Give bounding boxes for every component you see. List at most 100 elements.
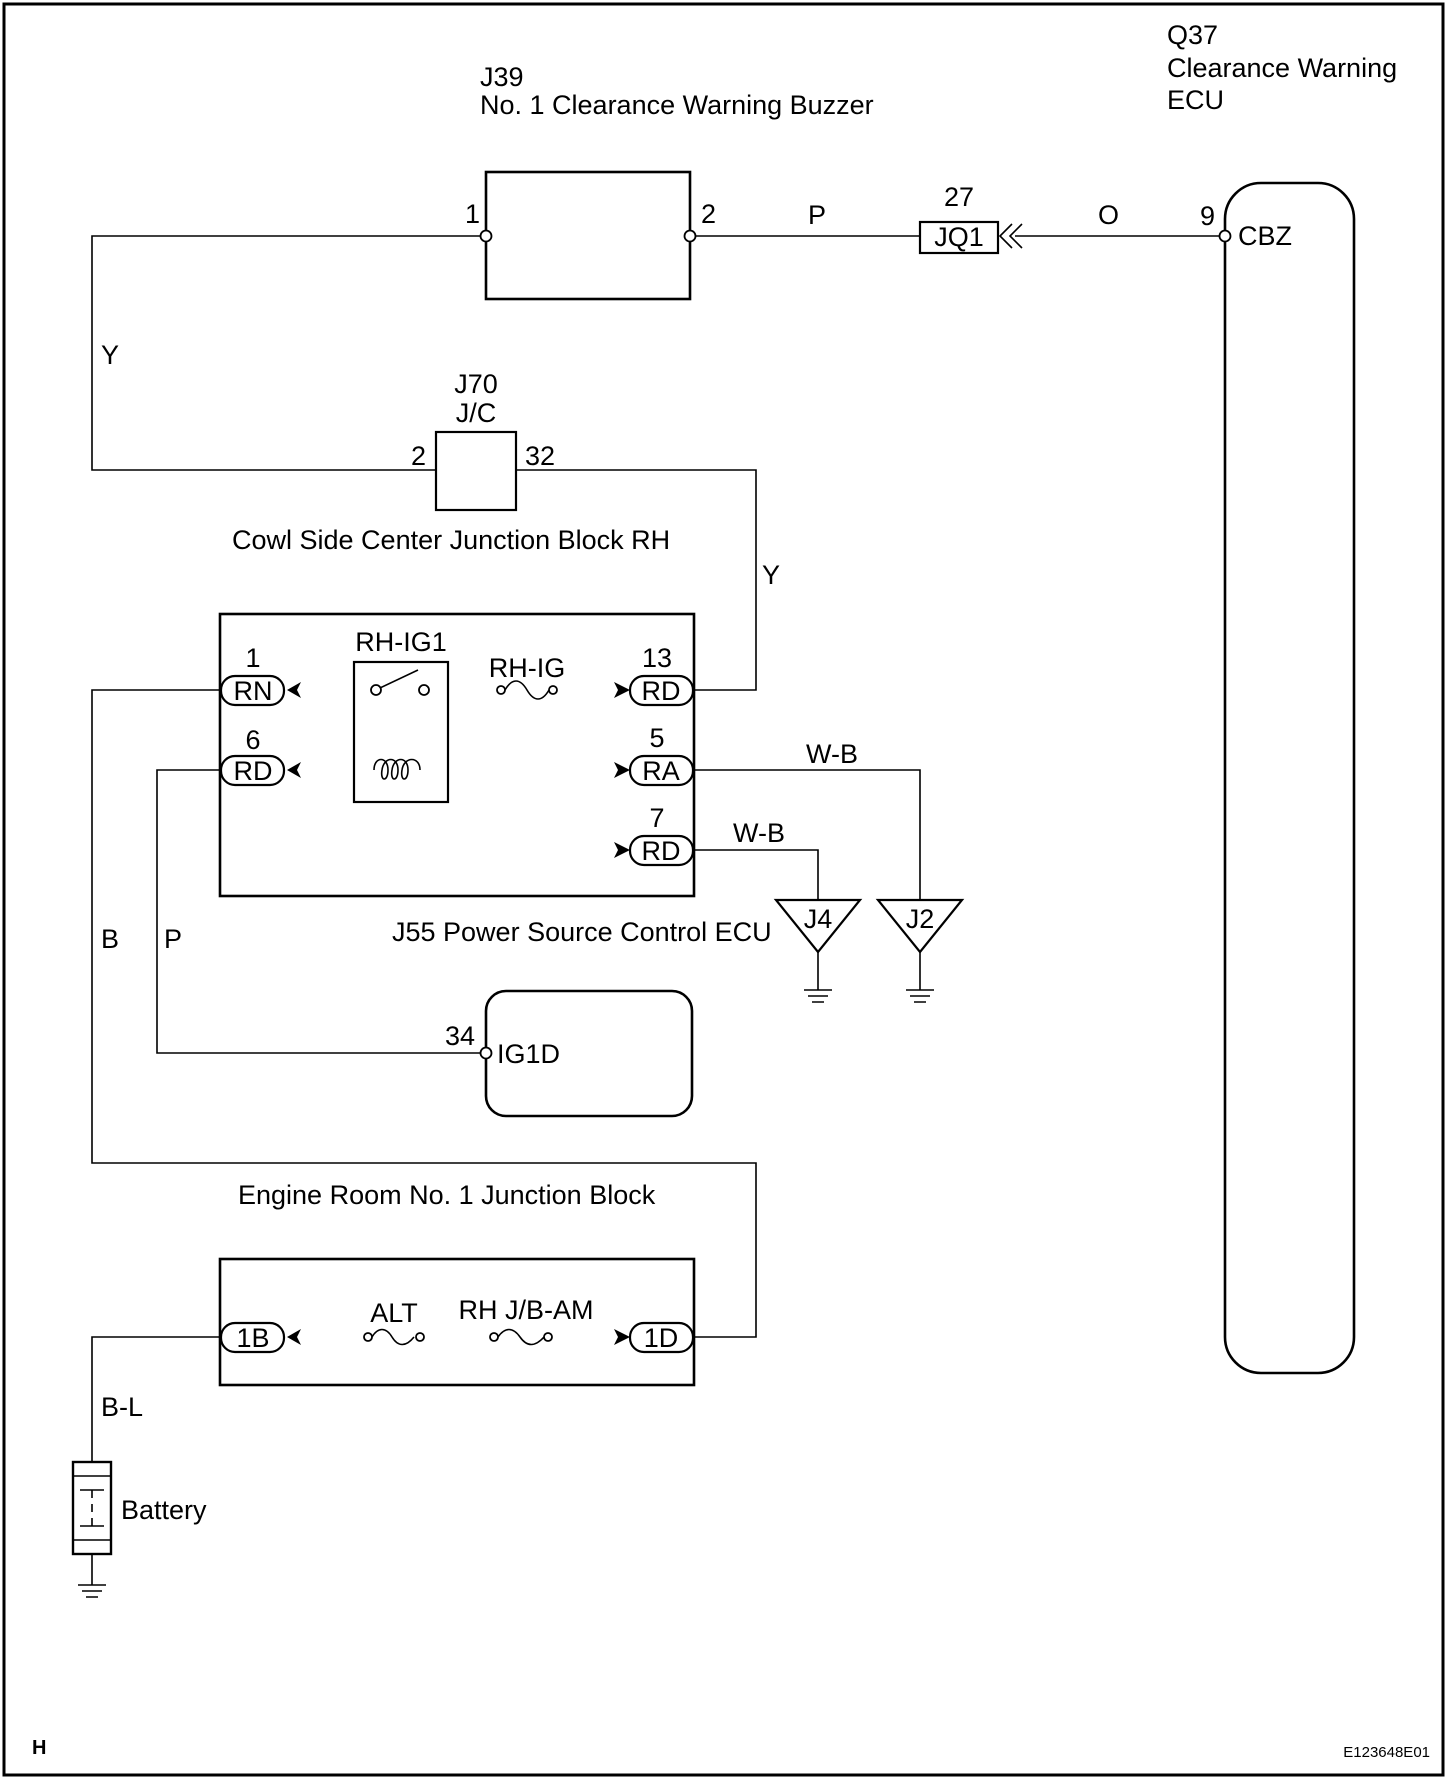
terminal-ra [628,754,695,787]
jc-caption: Cowl Side Center Junction Block RH [232,525,670,555]
wire-ra-to-j2 [694,769,921,900]
fuse-alt-end-1 [363,1332,373,1342]
terminal-rn-name: RN [234,676,273,706]
wire-rd-to-j4 [694,849,819,900]
ground-j4-triangle [773,898,863,954]
jc-pin-left: 2 [411,441,426,471]
clearance-ecu-pin-name: CBZ [1238,221,1292,251]
engine-jb-box [218,1257,696,1387]
ig1d-pin-name: IG1D [497,1039,560,1069]
terminal-1b-arrow-icon [287,1329,301,1345]
buzzer-code: J39 [480,62,524,92]
jq1-pin: 27 [944,182,974,212]
footer-code: E123648E01 [1343,1744,1430,1761]
relay-switch-icon [379,669,419,689]
fuse-alt-icon [371,1328,415,1346]
power-ecu-box [218,612,696,898]
relay-contact-1 [370,684,382,696]
terminal-rd-6-name: RD [234,756,273,786]
buzzer-pin-1-label: 1 [465,199,480,229]
engine-jb-caption: Engine Room No. 1 Junction Block [238,1180,656,1210]
jq1-connector [918,220,1000,255]
terminal-rd-7 [628,834,695,867]
terminal-rd-13-number: 13 [642,643,672,673]
wire-battery-to-1b [91,1336,220,1462]
terminal-rd-7-name: RD [642,836,681,866]
wire-rn-to-1d [91,689,757,1338]
terminal-ra-number: 5 [649,723,664,753]
ig1d-pin-number: 34 [445,1021,475,1051]
ground-j2-name: J2 [906,904,935,934]
fuse-alt-end-2 [415,1332,425,1342]
clearance-ecu-name-1: Clearance Warning [1167,53,1397,83]
relay-coil-icon [373,758,421,780]
terminal-ra-arrow-icon [614,762,630,778]
clearance-ecu-name-2: ECU [1167,85,1224,115]
buzzer-pin-1 [479,229,493,243]
terminal-1b [219,1321,286,1354]
wire-color-wb-ra: W-B [806,739,858,769]
terminal-rn-number: 1 [245,643,260,673]
terminal-rd-6 [219,754,286,787]
wire-color-p-top: P [808,200,826,230]
buzzer-pin-2-label: 2 [701,199,716,229]
wire-rd-to-ig1d [156,769,486,1054]
wire-jc-to-power [516,469,757,691]
jc-pin-right: 32 [525,441,555,471]
battery-box [71,1460,113,1556]
terminal-rd-13 [628,674,695,707]
wire-color-y-left: Y [101,340,119,370]
fuse-rhig-icon [504,680,550,700]
buzzer-name: No. 1 Clearance Warning Buzzer [480,90,874,120]
terminal-1d-arrow-icon [614,1329,630,1345]
clearance-ecu-pin-number: 9 [1200,201,1215,231]
jc-code: J70 [454,369,498,399]
wire-color-p-lower: P [164,924,182,954]
clearance-ecu-code: Q37 [1167,20,1218,50]
fuse-rhig-name: RH-IG [489,653,566,683]
jc-box [434,430,518,512]
fuse-am-icon [497,1328,545,1346]
terminal-rd-6-arrow-icon [287,762,301,778]
ground-j2-icon [906,952,934,1003]
fuse-am-name: RH J/B-AM [459,1295,594,1325]
jq1-name: JQ1 [934,222,984,252]
wire-color-bl: B-L [101,1392,143,1422]
terminal-1d [628,1321,695,1354]
wire-color-o: O [1098,200,1119,230]
wire-color-wb-rd: W-B [733,818,785,848]
relay-name: RH-IG1 [355,627,447,657]
power-ecu-caption: J55 Power Source Control ECU [392,917,772,947]
wire-buzzer-to-jc [91,235,486,471]
terminal-rn-arrow-icon [287,682,301,698]
fuse-rhig-end-2 [548,685,558,695]
terminal-rd-7-number: 7 [649,803,664,833]
fuse-am-end-2 [543,1332,553,1342]
battery-cells-icon [73,1475,111,1541]
ground-j4-icon [804,952,832,1003]
terminal-rd-6-number: 6 [245,725,260,755]
terminal-rd-13-arrow-icon [614,682,630,698]
buzzer-pin-2 [683,229,697,243]
jq1-chevron-icon [998,223,1023,249]
ground-j4-name: J4 [804,904,833,934]
wire-color-b: B [101,924,119,954]
terminal-rn [219,674,286,707]
battery-ground-icon [78,1554,106,1598]
terminal-rd-13-name: RD [642,676,681,706]
relay-box [352,660,450,804]
terminal-1d-name: 1D [644,1323,679,1353]
clearance-ecu-box [1223,181,1356,1375]
buzzer-box [484,170,692,301]
clearance-ecu-pin [1218,229,1232,243]
footer-letter: H [32,1737,46,1759]
fuse-am-end-1 [489,1332,499,1342]
wire-color-y-right: Y [762,560,780,590]
battery-name: Battery [121,1495,207,1525]
fuse-alt-name: ALT [370,1298,418,1328]
terminal-ra-name: RA [642,756,680,786]
relay-contact-2 [418,684,430,696]
ground-j2-triangle [875,898,965,954]
fuse-rhig-end-1 [496,685,506,695]
